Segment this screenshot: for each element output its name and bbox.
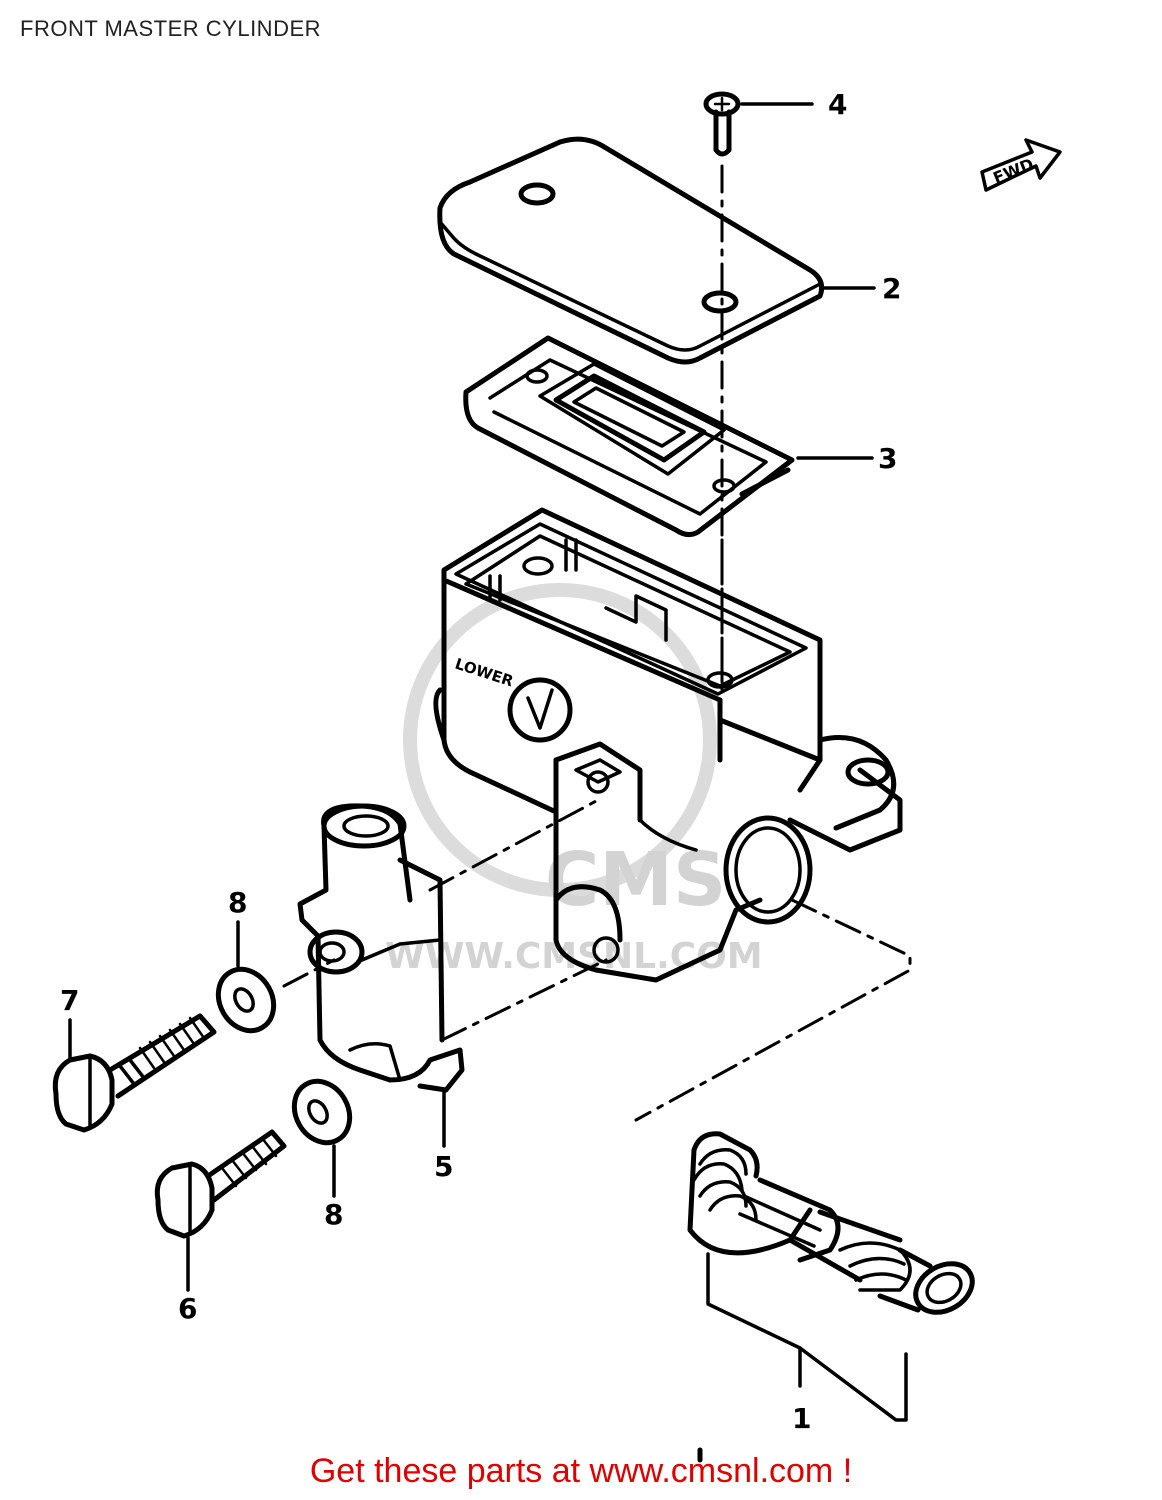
fwd-arrow-icon: FWD (980, 138, 1062, 192)
callout-6: 6 (178, 1292, 197, 1325)
reservoir-cap-part-2 (437, 136, 825, 365)
callout-2: 2 (882, 272, 901, 305)
axis-piston-bore (634, 898, 912, 1122)
screw-part-4 (703, 91, 741, 157)
callout-4: 4 (828, 88, 847, 121)
callout-8-lower: 8 (324, 1198, 343, 1231)
watermark-logo: CMS (545, 837, 726, 923)
washer-part-8-upper (215, 966, 277, 1034)
callout-3: 3 (878, 442, 897, 475)
axis-pivot-body-lower (440, 958, 608, 1042)
master-cylinder-body: LOWER (433, 507, 903, 983)
callout-5: 5 (434, 1150, 453, 1183)
short-bolt-part-6 (154, 1129, 287, 1239)
callout-8-upper: 8 (228, 886, 247, 919)
diaphragm-part-3 (463, 335, 795, 538)
callout-1: 1 (792, 1402, 811, 1435)
lower-marking: LOWER (453, 655, 516, 691)
callout-7: 7 (60, 984, 79, 1017)
watermark: CMS WWW.CMSNL.COM (385, 583, 763, 977)
parts-link[interactable]: Get these parts at www.cmsnl.com ! (309, 1452, 853, 1490)
piston-assembly-part-1 (687, 1131, 975, 1463)
axis-pivot-body-upper (428, 798, 600, 892)
axis-pivot-upper (282, 958, 336, 988)
washer-part-8-lower (291, 1078, 353, 1146)
page-title: FRONT MASTER CYLINDER (20, 16, 322, 41)
watermark-url: WWW.CMSNL.COM (385, 936, 763, 977)
lever-bracket-part-5 (297, 803, 465, 1093)
long-bolt-part-7 (52, 1013, 217, 1133)
